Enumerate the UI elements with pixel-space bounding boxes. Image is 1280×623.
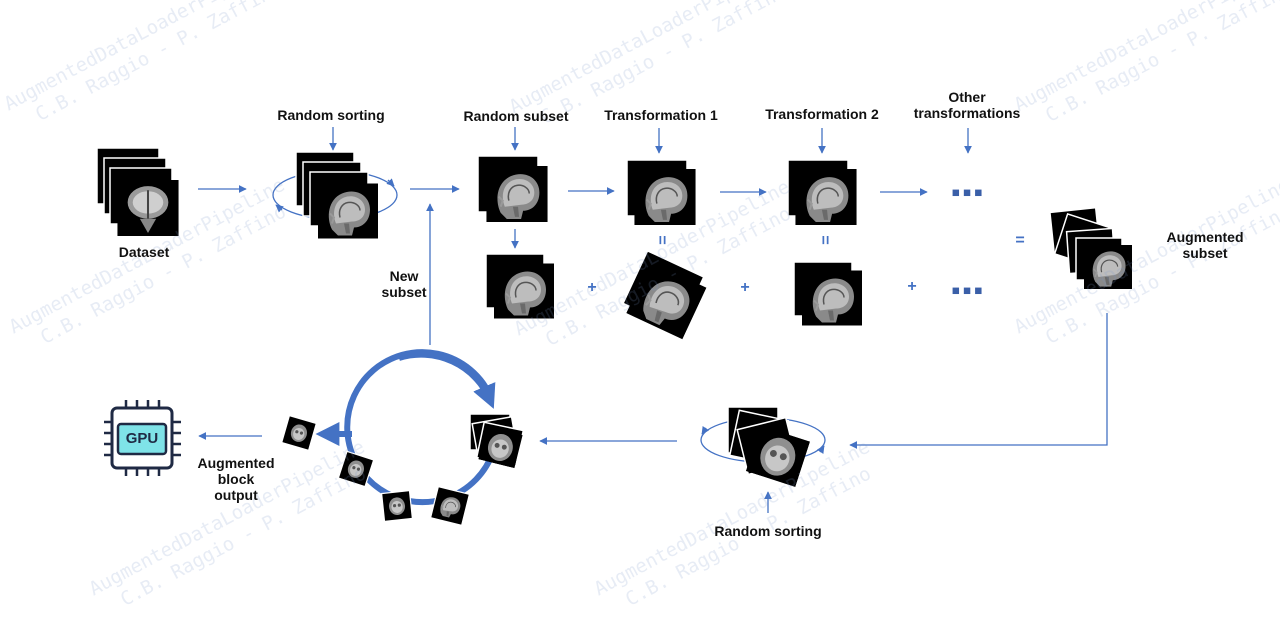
transformation-1-label: Transformation 1 [604,107,718,123]
dataset-label: Dataset [118,244,170,260]
random-sorting-top-label: Random sorting [277,107,385,123]
transformation-1-stack [626,159,696,225]
transformation-2-stack [787,159,857,225]
random-subset-stack [477,155,548,222]
circle-image-3 [337,450,375,488]
gpu-label: GPU [125,430,159,447]
dataset-stack [96,147,179,236]
equals-sign: = [1015,232,1025,249]
augmented-subset-stack [1049,206,1132,289]
parallel-sign: = [816,235,833,245]
row2-original [485,253,554,319]
plus-sign: + [587,279,597,296]
circle-image-out [280,414,318,452]
transformation-2-label: Transformation 2 [765,106,879,122]
plus-sign: + [740,279,750,296]
ellipsis-top: ▪▪▪ [951,177,985,207]
ellipsis-bottom: ▪▪▪ [951,275,985,305]
circle-image-1 [429,485,471,527]
row2-rotated [622,249,707,340]
parallel-sign: = [653,235,670,245]
random-subset-label: Random subset [463,108,569,124]
random-sorting-bottom-label: Random sorting [714,523,822,539]
gpu-chip-icon [104,400,181,476]
random-sorting-bottom-stack [700,406,826,488]
plus-sign: + [907,278,917,295]
row2-transform2 [793,261,862,326]
circle-image-2 [380,489,414,523]
random-sorting-top-stack [272,151,398,239]
circle-images-incoming [469,413,525,469]
arrow-augmented-to-sorting [849,313,1108,449]
